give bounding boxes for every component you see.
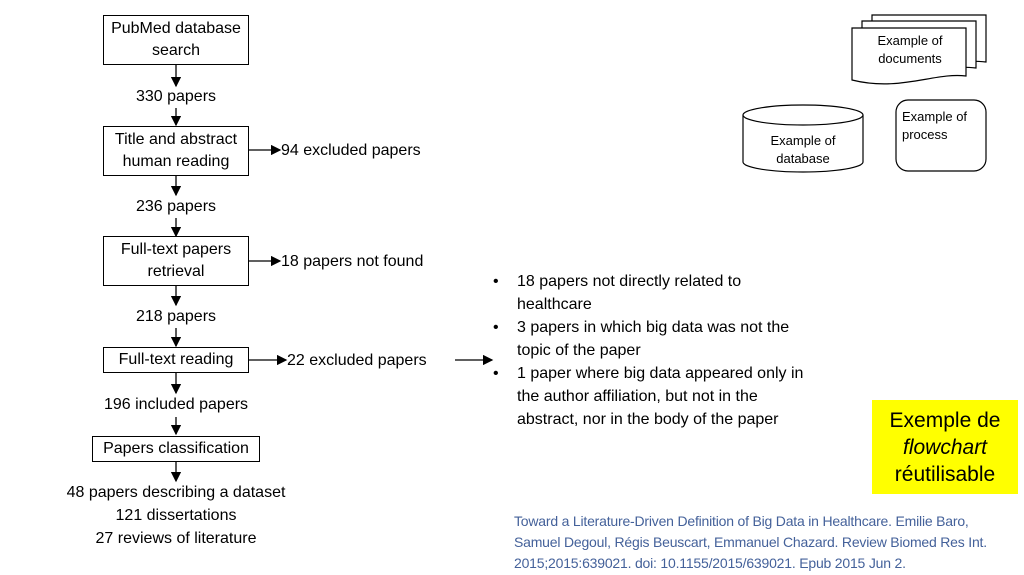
legend-process-label: Example of process xyxy=(902,109,968,142)
exclusion-reasons-list: 18 papers not directly related to health… xyxy=(490,270,810,431)
list-item: 18 papers not directly related to health… xyxy=(490,270,810,316)
box-papers-classification-text: Papers classification xyxy=(103,440,249,457)
box-papers-classification: Papers classification xyxy=(92,436,260,462)
box-fulltext-retrieval-text: Full-text papers retrieval xyxy=(120,241,232,280)
excluded-22: 22 excluded papers xyxy=(287,352,427,369)
box-title-abstract-text: Title and abstract human reading xyxy=(114,131,238,170)
legend-documents-label: Example of documents xyxy=(877,33,943,66)
citation-text: Toward a Literature-Driven Definition of… xyxy=(514,513,987,571)
note-line-3: réutilisable xyxy=(894,462,996,486)
box-fulltext-reading-text: Full-text reading xyxy=(118,351,234,368)
result-reviews: 27 reviews of literature xyxy=(95,530,257,547)
legend-database-label: Example of database xyxy=(770,133,836,166)
box-title-abstract: Title and abstract human reading xyxy=(103,126,249,176)
box-pubmed-search-text: PubMed database search xyxy=(111,20,241,59)
note-line-1: Exemple de xyxy=(889,408,1001,432)
box-fulltext-reading: Full-text reading xyxy=(103,347,249,373)
reusable-flowchart-note: Exemple de flowchart réutilisable xyxy=(872,400,1018,494)
not-found-18: 18 papers not found xyxy=(281,253,424,270)
process-shape xyxy=(895,99,987,172)
count-196: 196 included papers xyxy=(103,396,249,413)
database-shape xyxy=(742,104,864,173)
result-datasets: 48 papers describing a dataset xyxy=(66,484,286,501)
result-dissertations: 121 dissertations xyxy=(115,507,237,524)
list-item: 3 papers in which big data was not the t… xyxy=(490,316,810,362)
count-236: 236 papers xyxy=(135,198,217,215)
count-330: 330 papers xyxy=(135,88,217,105)
note-line-2: flowchart xyxy=(902,435,988,459)
box-fulltext-retrieval: Full-text papers retrieval xyxy=(103,236,249,286)
documents-shape xyxy=(851,14,987,85)
box-pubmed-search: PubMed database search xyxy=(103,15,249,65)
list-item: 1 paper where big data appeared only in … xyxy=(490,362,810,431)
excluded-94: 94 excluded papers xyxy=(281,142,421,159)
count-218: 218 papers xyxy=(135,308,217,325)
